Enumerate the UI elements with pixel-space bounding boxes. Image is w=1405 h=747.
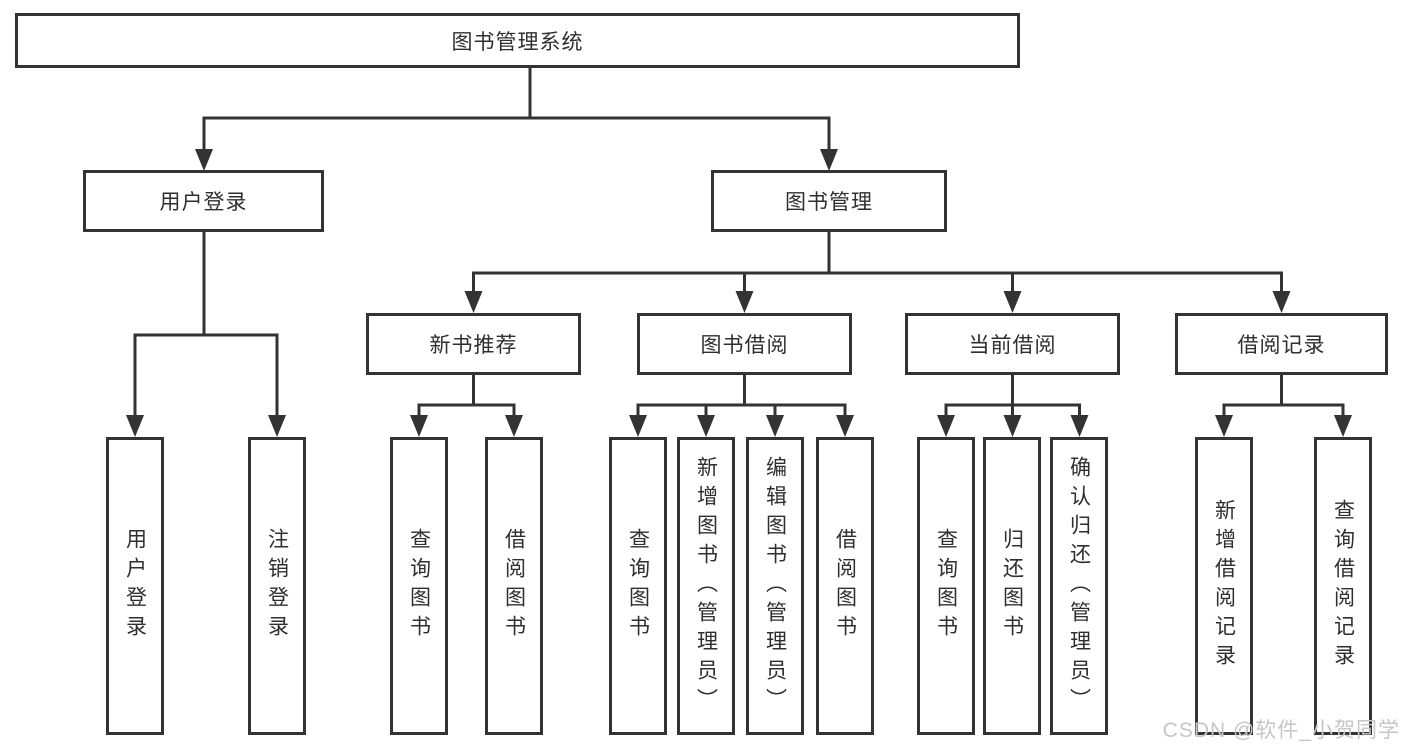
leaf-add-borrow-record: 新增借阅记录 [1195, 437, 1253, 735]
node-current-borrow: 当前借阅 [905, 313, 1120, 375]
leaf-user-login: 用户登录 [106, 437, 164, 735]
edges-book-management-to-level3 [464, 232, 1291, 313]
leaf-query-books-current-label: 查询图书 [934, 528, 958, 644]
leaf-logout-label: 注销登录 [265, 528, 289, 644]
node-current-borrow-label: 当前借阅 [968, 334, 1057, 357]
leaf-return-books-label: 归还图书 [1000, 528, 1024, 644]
node-borrow-records: 借阅记录 [1175, 313, 1388, 375]
leaf-return-books: 归还图书 [983, 437, 1041, 735]
leaf-query-books-recommend-label: 查询图书 [407, 528, 431, 644]
leaf-user-login-label: 用户登录 [123, 528, 147, 644]
leaf-borrow-books-recommend-label: 借阅图书 [502, 528, 526, 644]
node-new-book-recommend: 新书推荐 [366, 313, 581, 375]
csdn-watermark: CSDN @软件_小贺同学 [1162, 719, 1400, 742]
node-book-management-label: 图书管理 [785, 191, 873, 214]
leaf-add-borrow-record-label: 新增借阅记录 [1212, 499, 1236, 673]
leaf-confirm-return-admin-label: 确认归还（管理员） [1067, 455, 1091, 717]
edges-user-login-to-leaves [126, 232, 286, 437]
node-borrow-records-label: 借阅记录 [1237, 334, 1326, 357]
leaf-query-books-current: 查询图书 [917, 437, 975, 735]
node-new-book-recommend-label: 新书推荐 [429, 334, 518, 357]
leaf-edit-book-admin: 编辑图书（管理员） [746, 437, 804, 735]
leaf-query-borrow-record: 查询借阅记录 [1314, 437, 1372, 735]
node-book-borrow: 图书借阅 [637, 313, 852, 375]
leaf-add-book-admin-label: 新增图书（管理员） [694, 455, 718, 717]
node-system-root-label: 图书管理系统 [451, 30, 584, 54]
edges-current-borrow-to-leaves [937, 373, 1089, 437]
edges-book-borrow-to-leaves [629, 373, 854, 437]
leaf-query-borrow-record-label: 查询借阅记录 [1331, 499, 1355, 673]
node-user-login: 用户登录 [83, 170, 324, 232]
node-book-management: 图书管理 [711, 170, 947, 232]
leaf-query-books-recommend: 查询图书 [390, 437, 448, 735]
edges-borrow-records-to-leaves [1215, 373, 1352, 437]
leaf-add-book-admin: 新增图书（管理员） [677, 437, 735, 735]
leaf-edit-book-admin-label: 编辑图书（管理员） [763, 455, 787, 717]
leaf-borrow-books-recommend: 借阅图书 [485, 437, 543, 735]
node-system-root: 图书管理系统 [15, 13, 1020, 68]
node-user-login-label: 用户登录 [159, 191, 248, 214]
leaf-confirm-return-admin: 确认归还（管理员） [1050, 437, 1108, 735]
leaf-query-books-borrow-label: 查询图书 [626, 528, 650, 644]
edges-root-to-level2 [195, 68, 838, 171]
leaf-logout: 注销登录 [248, 437, 306, 735]
leaf-query-books-borrow: 查询图书 [609, 437, 667, 735]
edges-new-book-recommend-to-leaves [410, 373, 523, 437]
node-book-borrow-label: 图书借阅 [700, 334, 789, 357]
leaf-borrow-books-label: 借阅图书 [833, 528, 857, 644]
leaf-borrow-books: 借阅图书 [816, 437, 874, 735]
